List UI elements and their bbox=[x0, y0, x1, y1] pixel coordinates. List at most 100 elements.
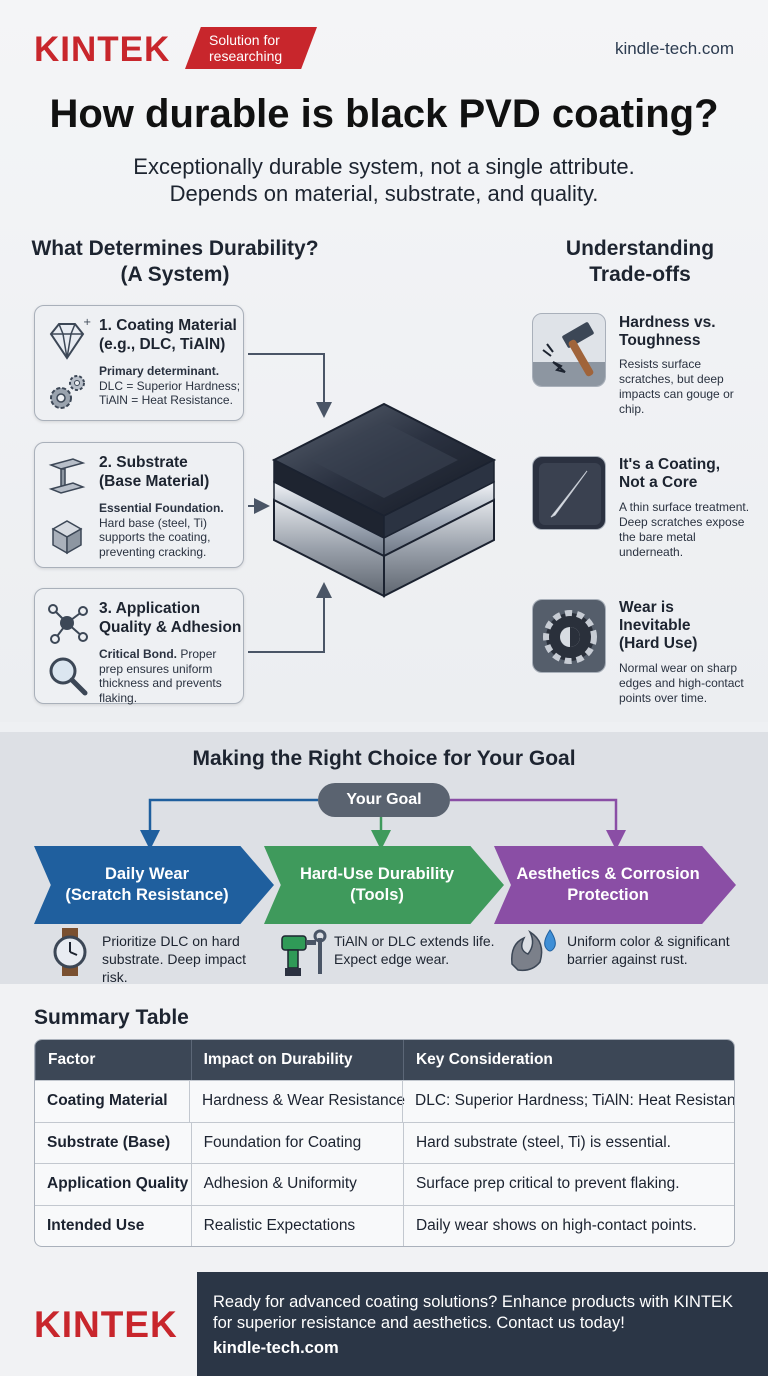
footer-cta-text: Ready for advanced coating solutions? En… bbox=[213, 1293, 734, 1332]
card-lead: Critical Bond. bbox=[99, 647, 178, 661]
pvd-layer-block bbox=[271, 402, 497, 598]
table-row: Coating Material Hardness & Wear Resista… bbox=[35, 1080, 734, 1122]
page-subtitle: Exceptionally durable system, not a sing… bbox=[0, 153, 768, 207]
tradeoff-title-line: Hardness vs. bbox=[619, 314, 716, 331]
footer-kintek-logo: KINTEK bbox=[34, 1304, 178, 1345]
card-description: Primary determinant. DLC = Superior Hard… bbox=[99, 364, 243, 408]
your-goal-pill: Your Goal bbox=[318, 783, 450, 817]
card-title-line: (Base Material) bbox=[99, 473, 210, 490]
card-text: DLC = Superior Hardness; TiAlN = Heat Re… bbox=[99, 378, 241, 408]
card-title: 3. Application Quality & Adhesion bbox=[99, 599, 243, 637]
summary-heading: Summary Table bbox=[34, 1006, 189, 1029]
card-application-quality: 3. Application Quality & Adhesion Critic… bbox=[34, 588, 244, 705]
column-header: Impact on Durability bbox=[190, 1040, 403, 1080]
table-cell: Daily wear shows on high-contact points. bbox=[402, 1205, 734, 1246]
tagline-badge: Solution for researching bbox=[185, 27, 317, 69]
card-coating-material: + 1. Coating Material (e.g., DLC, TiAlN)… bbox=[34, 305, 244, 421]
i-beam-icon bbox=[48, 458, 86, 494]
goal-label-line: Aesthetics & Corrosion bbox=[516, 865, 700, 883]
card-text: Proper prep ensures uniform thickness an… bbox=[99, 647, 222, 705]
subtitle-line: Exceptionally durable system, not a sing… bbox=[133, 154, 635, 179]
summary-table: Factor Impact on Durability Key Consider… bbox=[34, 1039, 735, 1247]
footer-logo-panel bbox=[0, 1272, 197, 1376]
worn-gear-icon bbox=[532, 599, 606, 673]
tradeoff-title-line: Wear is bbox=[619, 599, 674, 616]
scratch-icon bbox=[532, 456, 606, 530]
determinants-heading: What Determines Durability? (A System) bbox=[20, 236, 330, 288]
kintek-logo: KINTEK bbox=[34, 30, 171, 69]
goal-label-line: Protection bbox=[567, 886, 649, 904]
metal-block-icon bbox=[51, 520, 83, 555]
tradeoff-title-line: Inevitable bbox=[619, 617, 691, 634]
gears-icon bbox=[50, 375, 85, 409]
tradeoff-title: Wear is Inevitable (Hard Use) bbox=[619, 599, 759, 653]
diamond-icon: + bbox=[49, 317, 91, 360]
table-cell: Hard substrate (steel, Ti) is essential. bbox=[402, 1122, 734, 1163]
heading-line: (A System) bbox=[120, 263, 230, 286]
goal-label-line: Daily Wear bbox=[104, 865, 190, 883]
goal-branch-lines bbox=[140, 798, 626, 850]
goal-description: Prioritize DLC on hard substrate. Deep i… bbox=[102, 933, 246, 985]
footer-site-link[interactable]: kindle-tech.com bbox=[213, 1339, 339, 1357]
goal-label-line: (Tools) bbox=[350, 886, 404, 904]
drill-wrench-icon bbox=[281, 929, 327, 976]
tradeoff-text: Resists surface scratches, but deep impa… bbox=[619, 357, 734, 416]
goal-description: TiAlN or DLC extends life. Expect edge w… bbox=[334, 933, 495, 967]
card-substrate: 2. Substrate (Base Material) Essential F… bbox=[34, 442, 244, 568]
table-cell: Coating Material bbox=[47, 1092, 168, 1110]
card-title-line: 2. Substrate bbox=[99, 454, 188, 471]
goal-daily-wear[interactable]: Daily Wear (Scratch Resistance) bbox=[34, 846, 274, 924]
column-header: Key Consideration bbox=[402, 1040, 734, 1080]
connector-arrows bbox=[248, 353, 332, 653]
table-cell: Application Quality bbox=[47, 1175, 189, 1193]
goal-description: Uniform color & significant barrier agai… bbox=[567, 933, 730, 967]
table-row: Application Quality Adhesion & Uniformit… bbox=[35, 1163, 734, 1205]
table-header-row: Factor Impact on Durability Key Consider… bbox=[35, 1040, 734, 1080]
table-row: Substrate (Base) Foundation for Coating … bbox=[35, 1121, 734, 1163]
card-text: Hard base (steel, Ti) supports the coati… bbox=[99, 515, 211, 559]
table-cell: Foundation for Coating bbox=[190, 1122, 403, 1163]
card-lead: Primary determinant. bbox=[99, 364, 220, 378]
table-cell: Intended Use bbox=[47, 1216, 145, 1234]
tradeoff-title-line: It's a Coating, bbox=[619, 456, 720, 473]
tradeoff-text: Normal wear on sharp edges and high-cont… bbox=[619, 661, 744, 705]
heading-line: What Determines Durability? bbox=[31, 237, 319, 260]
card-title-line: 3. Application bbox=[99, 600, 201, 617]
tradeoffs-heading: Understanding Trade-offs bbox=[540, 236, 740, 288]
tradeoff-title: Hardness vs. Toughness bbox=[619, 314, 759, 350]
magnifier-icon bbox=[49, 657, 88, 696]
tradeoff-text: A thin surface treatment. Deep scratches… bbox=[619, 500, 750, 559]
goal-label-line: Hard-Use Durability bbox=[299, 865, 455, 883]
tradeoff-title-line: (Hard Use) bbox=[619, 635, 698, 652]
card-title: 2. Substrate (Base Material) bbox=[99, 453, 243, 491]
page-title: How durable is black PVD coating? bbox=[49, 92, 719, 136]
goal-label-line: (Scratch Resistance) bbox=[65, 886, 229, 904]
watch-icon bbox=[53, 928, 87, 976]
table-cell: Surface prep critical to prevent flaking… bbox=[402, 1164, 734, 1205]
hammer-impact-icon bbox=[532, 313, 606, 387]
card-title: 1. Coating Material (e.g., DLC, TiAlN) bbox=[99, 316, 243, 354]
card-lead: Essential Foundation. bbox=[99, 501, 224, 515]
table-cell: Realistic Expectations bbox=[190, 1205, 403, 1246]
tradeoff-title-line: Not a Core bbox=[619, 474, 698, 491]
column-header: Factor bbox=[35, 1040, 191, 1080]
card-description: Critical Bond. Proper prep ensures unifo… bbox=[99, 647, 243, 705]
table-row: Intended Use Realistic Expectations Dail… bbox=[35, 1204, 734, 1246]
table-cell: DLC: Superior Hardness; TiAlN: Heat Resi… bbox=[402, 1081, 734, 1122]
heading-line: Understanding bbox=[565, 237, 715, 260]
subtitle-line: Depends on material, substrate, and qual… bbox=[169, 181, 599, 206]
tradeoff-title-line: Toughness bbox=[619, 332, 701, 349]
card-title-line: Quality & Adhesion bbox=[99, 619, 242, 636]
footer-cta-panel bbox=[197, 1272, 768, 1376]
molecule-icon bbox=[48, 604, 88, 644]
heading-line: Trade-offs bbox=[589, 263, 691, 286]
site-link[interactable]: kindle-tech.com bbox=[614, 39, 734, 58]
table-cell: Hardness & Wear Resistance bbox=[189, 1081, 405, 1122]
card-description: Essential Foundation. Hard base (steel, … bbox=[99, 501, 243, 559]
card-title-line: (e.g., DLC, TiAlN) bbox=[99, 336, 226, 353]
table-cell: Substrate (Base) bbox=[47, 1133, 171, 1151]
goal-hard-use[interactable]: Hard-Use Durability (Tools) bbox=[264, 846, 504, 924]
goal-heading: Making the Right Choice for Your Goal bbox=[192, 747, 576, 770]
table-cell: Adhesion & Uniformity bbox=[190, 1164, 403, 1205]
